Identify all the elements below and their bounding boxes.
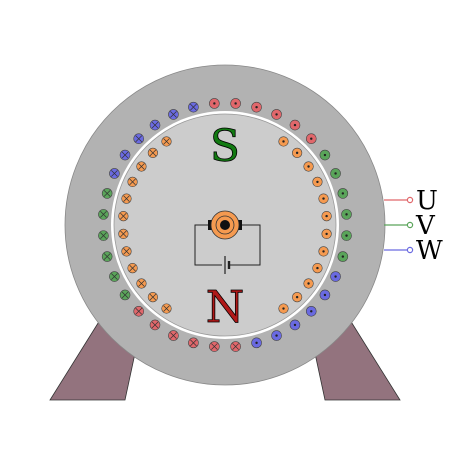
phase-label-w: W xyxy=(416,236,443,266)
rotor-winding xyxy=(312,176,323,187)
rotor-winding xyxy=(147,147,158,158)
stator-winding xyxy=(98,230,109,241)
terminal-v xyxy=(406,221,414,229)
rotor-winding xyxy=(121,193,132,204)
stator-winding xyxy=(119,289,131,301)
rotor-winding xyxy=(118,228,129,239)
rotor-winding xyxy=(278,303,289,314)
stator-winding xyxy=(101,251,113,262)
rotor-winding xyxy=(321,228,332,239)
rotor-windings xyxy=(118,136,332,314)
rotor-winding xyxy=(321,211,332,222)
stator-winding xyxy=(330,168,341,179)
stator-windings xyxy=(98,98,352,352)
stator-winding xyxy=(319,289,331,301)
rotor-winding xyxy=(303,161,314,172)
stator-winding xyxy=(330,271,341,282)
stator-winding xyxy=(209,341,220,352)
stator-winding xyxy=(109,271,120,282)
phase-lead-u: U xyxy=(384,186,438,216)
terminal-w xyxy=(406,246,414,254)
stator-winding xyxy=(149,119,161,131)
stator-winding xyxy=(251,337,262,349)
stator-winding xyxy=(133,305,145,317)
stator-winding xyxy=(305,133,317,145)
pole-label-north: N xyxy=(206,282,245,333)
stator-winding xyxy=(109,168,120,179)
stator-winding xyxy=(271,330,282,341)
rotor-winding xyxy=(161,303,172,314)
terminal-u xyxy=(406,196,414,204)
rotor-winding xyxy=(147,292,158,303)
phase-label-v: V xyxy=(415,211,436,241)
circuit-wire-right xyxy=(229,224,261,266)
rotor-winding xyxy=(312,263,323,274)
rotor-winding xyxy=(318,246,329,257)
stator-winding xyxy=(230,98,241,109)
rotor-winding xyxy=(121,246,132,257)
rotor-winding xyxy=(127,176,138,187)
rotor-winding xyxy=(292,147,303,158)
stator-winding xyxy=(230,341,241,352)
rotor-winding xyxy=(303,278,314,289)
excitation-circuit xyxy=(194,224,261,274)
stator-winding xyxy=(341,230,352,241)
rotor-winding xyxy=(292,292,303,303)
phase-lead-w: W xyxy=(384,236,443,266)
rotor-winding xyxy=(278,136,289,147)
stator-winding xyxy=(271,109,282,120)
stator-winding xyxy=(98,209,109,220)
rotor-winding xyxy=(127,263,138,274)
stator-winding xyxy=(337,251,349,262)
stator-winding xyxy=(341,209,352,220)
slip-ring-hub xyxy=(220,220,230,230)
circuit-wire-left xyxy=(194,224,222,266)
stator-winding xyxy=(209,98,220,109)
stator-winding xyxy=(149,319,161,331)
slip-ring-assembly xyxy=(208,210,242,240)
phase-leads: U V W xyxy=(384,186,443,266)
rotor-winding xyxy=(118,211,129,222)
stator-winding xyxy=(119,149,131,161)
stator-winding xyxy=(168,330,179,341)
stator-winding xyxy=(319,149,331,161)
rotor-winding xyxy=(318,193,329,204)
phase-label-u: U xyxy=(416,186,438,216)
stator-winding xyxy=(251,101,262,113)
pole-label-south: S xyxy=(210,121,240,172)
stator-winding xyxy=(289,319,301,331)
stator-winding xyxy=(101,188,113,199)
stator-winding xyxy=(188,101,199,113)
rotor-winding xyxy=(161,136,172,147)
stator-winding xyxy=(289,119,301,131)
phase-lead-v: V xyxy=(384,211,436,241)
stator-winding xyxy=(305,305,317,317)
rotor-winding xyxy=(136,278,147,289)
rotor-winding xyxy=(136,161,147,172)
stator-winding xyxy=(168,109,179,120)
stator-winding xyxy=(188,337,199,349)
stator-winding xyxy=(133,133,145,145)
stator-winding xyxy=(337,188,349,199)
